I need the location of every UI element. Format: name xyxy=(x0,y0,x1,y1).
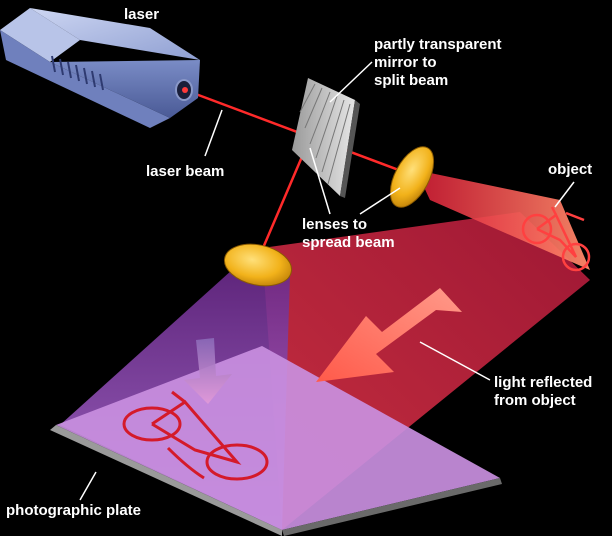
label-reflected-line-1: light reflected xyxy=(494,374,593,391)
pointer-lenses-1 xyxy=(309,147,331,215)
label-laser-beam: laser beam xyxy=(146,163,225,180)
arrow-reference-light xyxy=(184,338,232,404)
plate-edge xyxy=(50,425,282,536)
photographic-plate xyxy=(56,346,500,530)
bicycle-object xyxy=(521,206,591,272)
object-light-cone xyxy=(416,170,590,270)
label-lenses-line-1: lenses to xyxy=(302,216,368,233)
laser-vent-slots xyxy=(51,55,104,91)
label-mirror-line-1: partly transparent xyxy=(374,36,502,53)
pointer-mirror xyxy=(329,61,373,103)
pointer-reflected xyxy=(419,341,491,381)
label-lenses: lenses to spread beam xyxy=(302,216,395,252)
label-plate: photographic plate xyxy=(6,502,141,519)
label-mirror-line-3: split beam xyxy=(374,72,449,89)
label-lenses-line-2: spread beam xyxy=(302,234,395,251)
arrow-reflected-light xyxy=(316,288,462,382)
bicycle-hologram-image xyxy=(122,390,269,481)
pointer-object xyxy=(554,181,575,208)
label-mirror-line-2: mirror to xyxy=(374,54,437,71)
label-object: object xyxy=(548,161,593,178)
label-reflected: light reflected from object xyxy=(494,374,592,410)
label-mirror: partly transparent mirror to split beam xyxy=(374,36,502,90)
beam-splitter-mirror xyxy=(292,78,360,198)
pointer-laser-beam xyxy=(204,109,223,157)
plate-side xyxy=(282,478,502,536)
upper-lens xyxy=(389,146,435,208)
pointer-lenses-2 xyxy=(359,187,401,215)
label-reflected-line-2: from object xyxy=(494,392,576,409)
pointer-plate xyxy=(79,471,97,501)
label-laser: laser xyxy=(124,6,160,23)
laser-device xyxy=(0,8,200,128)
lower-lens xyxy=(223,243,293,287)
